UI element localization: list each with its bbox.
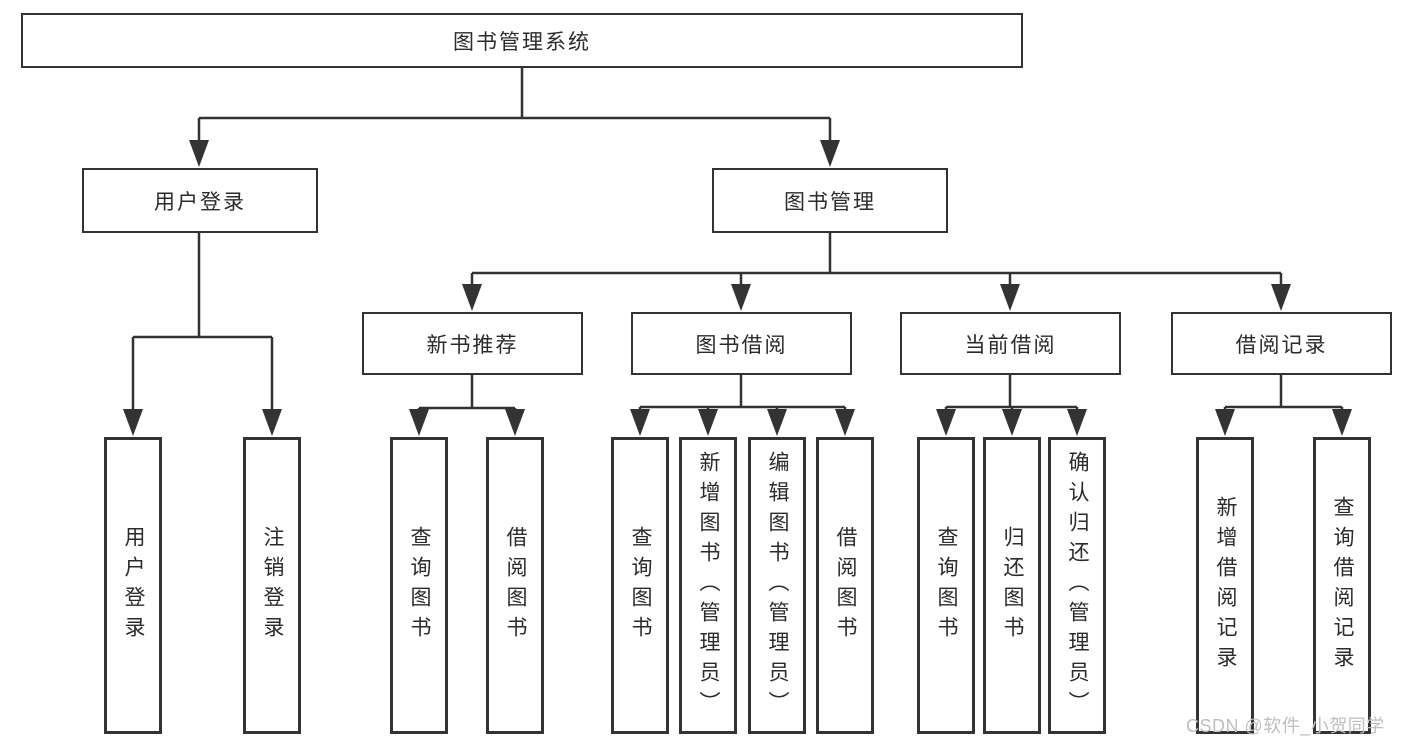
leaf-user-login: 用户登录 — [104, 437, 162, 734]
leaf-query-books-current: 查询图书 — [917, 437, 975, 734]
node-book-borrow: 图书借阅 — [631, 312, 852, 375]
connector-userlogin-to-leaves — [131, 232, 274, 410]
leaf-query-books-recommend: 查询图书 — [390, 437, 448, 734]
arrowheads-newbook-leaves — [409, 409, 525, 436]
leaf-add-borrow-record: 新增借阅记录 — [1196, 437, 1254, 734]
leaf-return-books: 归还图书 — [983, 437, 1041, 734]
connector-root-to-level2 — [197, 68, 832, 141]
arrowheads-userlogin-leaves — [123, 409, 282, 436]
leaf-edit-books-admin: 编辑图书（管理员） — [748, 437, 806, 734]
arrowheads-borrow-leaves — [630, 409, 855, 436]
leaf-confirm-return-admin: 确认归还（管理员） — [1048, 437, 1106, 734]
node-root-system: 图书管理系统 — [21, 13, 1023, 68]
arrowheads-records-leaves — [1215, 409, 1352, 436]
node-new-book-recommend: 新书推荐 — [362, 312, 583, 375]
connector-newbook-to-leaves — [417, 375, 517, 411]
connector-records-to-leaves — [1223, 375, 1344, 411]
node-borrow-records: 借阅记录 — [1171, 312, 1392, 375]
node-user-login: 用户登录 — [82, 168, 318, 233]
leaf-borrow-books: 借阅图书 — [816, 437, 874, 734]
connector-borrow-to-leaves — [638, 375, 847, 411]
leaf-query-borrow-record: 查询借阅记录 — [1313, 437, 1371, 734]
leaf-query-books-borrow: 查询图书 — [611, 437, 669, 734]
connector-bookmgmt-to-level3 — [470, 233, 1283, 285]
leaf-borrow-books-recommend: 借阅图书 — [486, 437, 544, 734]
arrowheads-current-leaves — [936, 409, 1087, 436]
arrowheads-level3 — [462, 284, 1291, 311]
watermark: CSDN @软件_小贺同学 — [1186, 716, 1385, 736]
node-current-borrow: 当前借阅 — [900, 312, 1121, 375]
leaf-logout: 注销登录 — [243, 437, 301, 734]
connector-current-to-leaves — [944, 375, 1079, 411]
leaf-add-books-admin: 新增图书（管理员） — [679, 437, 737, 734]
node-book-management: 图书管理 — [712, 168, 948, 233]
arrowheads-level2 — [189, 140, 840, 167]
